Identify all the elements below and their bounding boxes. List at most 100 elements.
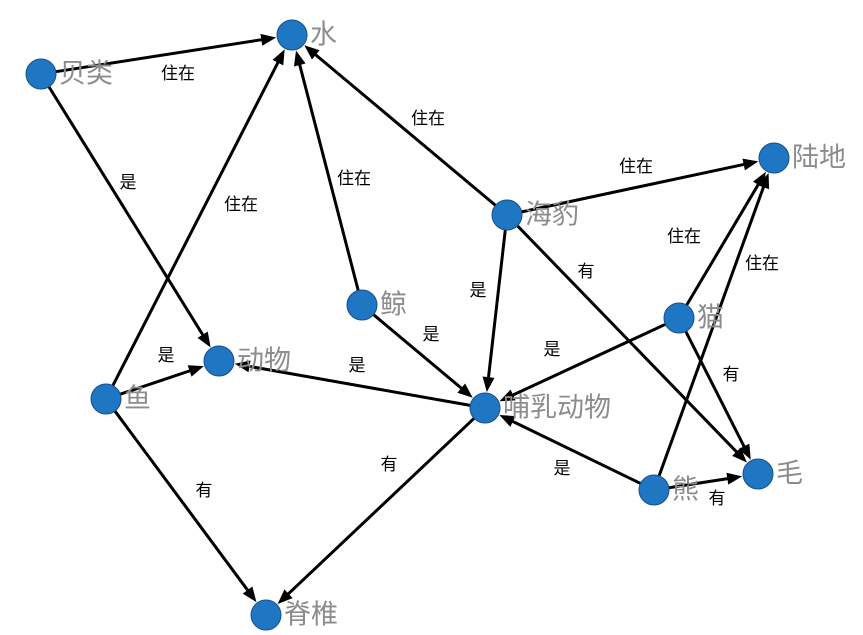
arrowhead: [242, 586, 257, 603]
edge-line: [521, 162, 746, 214]
arrowhead: [197, 331, 211, 348]
edge-whale-to-mammal: [372, 313, 473, 398]
edge-line: [55, 37, 264, 74]
edge-label: 住在: [745, 254, 779, 274]
arrowhead: [742, 158, 759, 171]
edge-shellfish-to-water: [55, 33, 277, 74]
edge-seal-to-land: [521, 158, 759, 214]
edge-line: [313, 52, 497, 207]
node-circle[interactable]: [276, 19, 308, 51]
node-circle[interactable]: [742, 458, 774, 490]
edge-line: [372, 313, 464, 391]
node-land[interactable]: 陆地: [758, 142, 846, 174]
node-water[interactable]: 水: [276, 19, 337, 51]
arrowhead: [757, 173, 770, 190]
node-seal[interactable]: 海豹: [491, 199, 579, 231]
edge-line: [297, 62, 360, 291]
edge-label: 住在: [667, 227, 701, 247]
arrowhead: [726, 472, 743, 485]
node-fur[interactable]: 毛: [742, 458, 803, 490]
edge-line: [685, 182, 761, 306]
node-circle[interactable]: [758, 142, 790, 174]
node-label: 陆地: [792, 143, 846, 174]
node-label: 水: [310, 20, 337, 51]
edge-line: [510, 419, 642, 485]
arrowhead: [499, 414, 516, 427]
arrowhead: [260, 33, 277, 46]
edge-label: 住在: [411, 109, 445, 129]
edge-label: 是: [544, 340, 561, 360]
node-label: 海豹: [525, 200, 579, 231]
arrowhead: [187, 365, 204, 377]
arrowhead: [738, 443, 751, 460]
edge-line: [510, 322, 667, 398]
edge-label: 有: [578, 262, 595, 282]
edge-label: 住在: [337, 169, 371, 189]
arrowhead: [293, 50, 306, 67]
node-circle[interactable]: [90, 383, 122, 415]
edge-label: 是: [349, 356, 366, 376]
arrowhead: [482, 376, 495, 393]
arrowhead: [272, 49, 285, 66]
edge-bear-to-mammal: [499, 414, 642, 485]
edge-line: [516, 224, 739, 455]
edge-whale-to-water: [293, 50, 360, 291]
edge-bear-to-fur: [668, 472, 743, 490]
edge-mammal-to-animal: [234, 360, 471, 407]
node-circle[interactable]: [25, 58, 57, 90]
node-whale[interactable]: 鲸: [346, 289, 407, 321]
edge-label: 有: [723, 365, 740, 385]
edge-label: 有: [381, 455, 398, 475]
node-circle[interactable]: [663, 302, 695, 334]
arrowhead: [277, 589, 293, 605]
edge-label: 住在: [619, 157, 653, 177]
edge-line: [286, 417, 476, 597]
node-fish[interactable]: 鱼: [90, 383, 151, 415]
arrowhead: [457, 383, 473, 398]
edge-label: 住在: [224, 195, 258, 215]
edge-line: [684, 330, 747, 449]
arrowhead: [234, 360, 251, 373]
node-shellfish[interactable]: 贝类: [25, 58, 113, 90]
node-circle[interactable]: [638, 474, 670, 506]
edge-line: [247, 364, 471, 407]
edge-shellfish-to-animal: [47, 85, 211, 348]
node-circle[interactable]: [203, 345, 235, 377]
arrowhead: [304, 45, 320, 60]
edges-layer: [47, 33, 770, 605]
edge-line: [111, 60, 281, 387]
edge-line: [657, 184, 766, 477]
edge-fish-to-animal: [119, 365, 204, 396]
node-cat[interactable]: 猫: [663, 302, 724, 334]
node-label: 动物: [237, 346, 291, 377]
edge-mammal-to-spine: [277, 417, 476, 605]
node-animal[interactable]: 动物: [203, 345, 291, 377]
node-circle[interactable]: [346, 289, 378, 321]
edge-line: [47, 85, 205, 338]
node-bear[interactable]: 熊: [638, 474, 699, 506]
arrowhead: [499, 389, 516, 402]
node-mammal[interactable]: 哺乳动物: [469, 392, 611, 424]
arrowhead: [732, 447, 747, 463]
node-circle[interactable]: [491, 199, 523, 231]
edge-label: 是: [158, 346, 175, 366]
edge-fish-to-spine: [113, 410, 257, 603]
edge-line: [113, 410, 250, 593]
edge-label: 住在: [161, 64, 195, 84]
edge-seal-to-water: [304, 45, 497, 207]
edge-label: 有: [196, 481, 213, 501]
edge-label: 是: [120, 173, 137, 193]
node-spine[interactable]: 脊椎: [250, 599, 338, 631]
node-circle[interactable]: [469, 392, 501, 424]
edge-cat-to-fur: [684, 330, 751, 460]
edge-line: [668, 476, 730, 490]
edge-line: [119, 368, 192, 396]
edge-line: [486, 229, 507, 380]
node-label: 哺乳动物: [503, 393, 611, 424]
node-circle[interactable]: [250, 599, 282, 631]
node-label: 鱼: [124, 384, 151, 415]
node-label: 贝类: [59, 59, 113, 90]
edge-label: 有: [709, 489, 726, 509]
